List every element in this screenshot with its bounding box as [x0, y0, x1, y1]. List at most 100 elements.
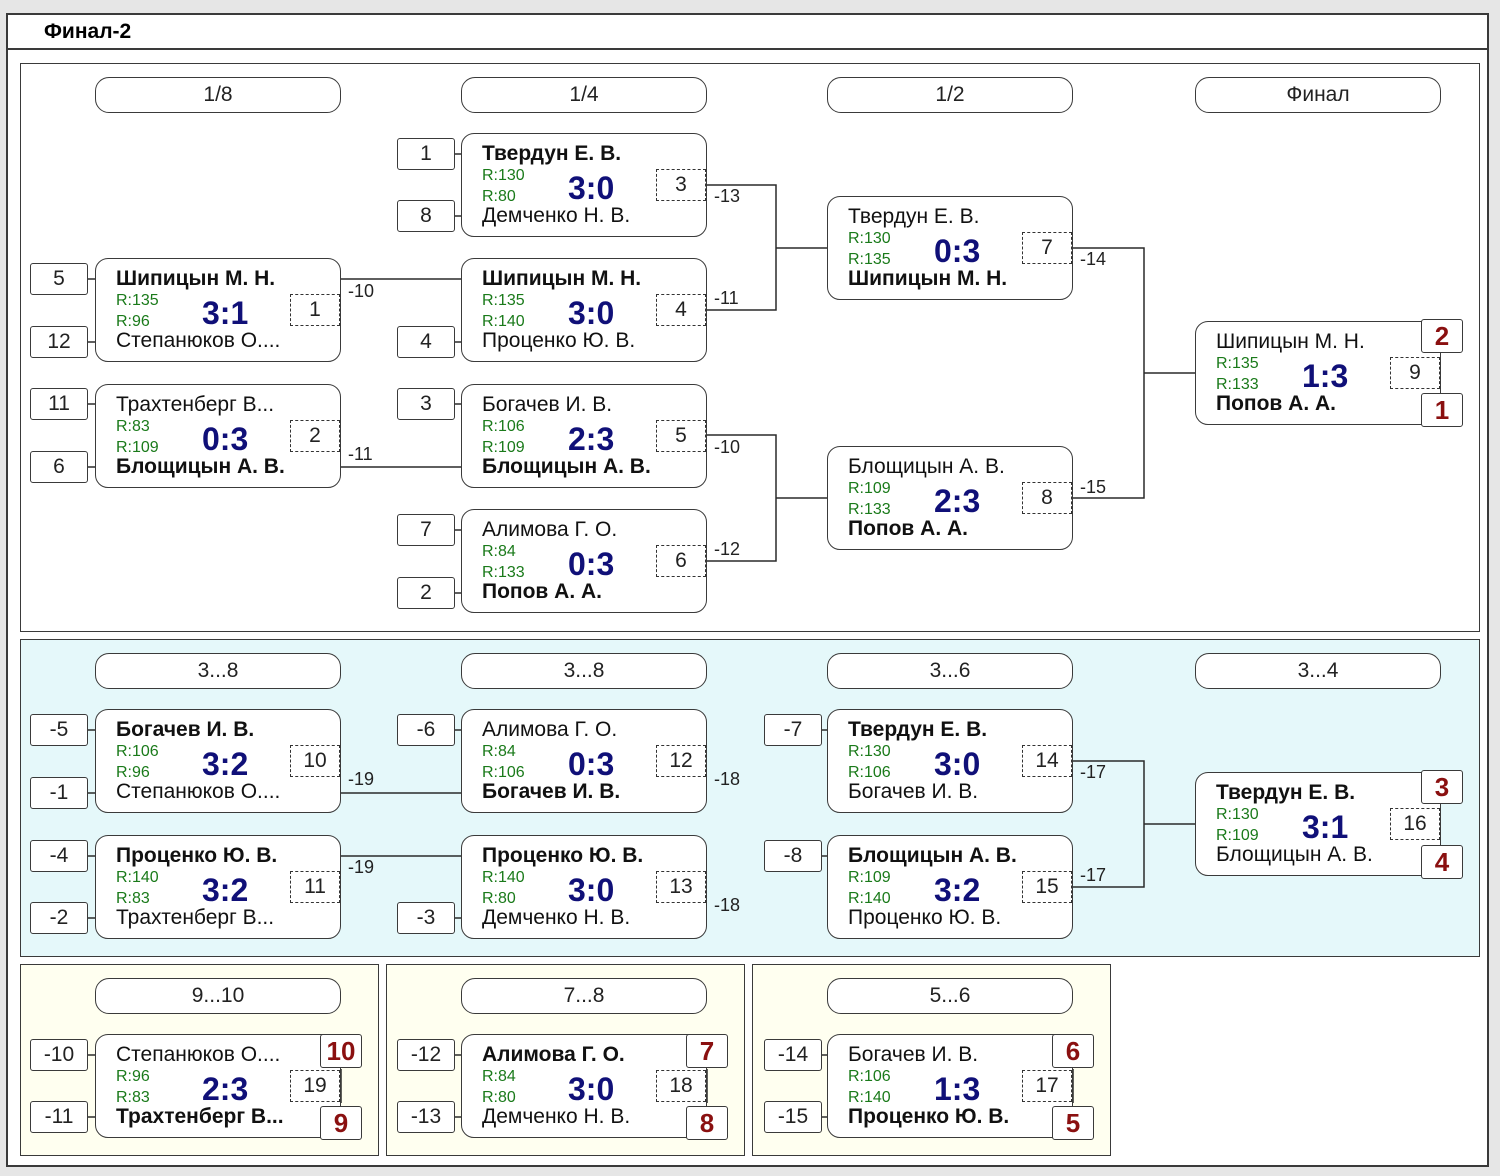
place-badge: 7	[686, 1034, 728, 1068]
seed-box: 8	[397, 200, 455, 232]
player-bottom-name: Демченко Н. В.	[482, 906, 631, 929]
seed-box: -7	[764, 714, 822, 746]
match-score: 3:0	[568, 872, 615, 908]
place-badge: 5	[1052, 1106, 1094, 1140]
player-bottom-name: Богачев И. В.	[848, 780, 979, 803]
match-score: 3:0	[934, 746, 981, 782]
seed-box: -8	[764, 840, 822, 872]
player-top-name: Проценко Ю. В.	[116, 844, 278, 867]
match-number: 5	[656, 420, 706, 452]
rating-bottom: R:109	[116, 439, 159, 456]
match-number: 6	[656, 545, 706, 577]
round-label-1-4: 1/4	[461, 77, 707, 113]
player-top-name: Шипицын М. Н.	[116, 267, 276, 290]
match-score: 3:2	[202, 872, 249, 908]
player-bottom-name: Трахтенберг В...	[116, 1105, 284, 1128]
player-bottom-name: Попов А. А.	[848, 517, 969, 540]
match-score: 2:3	[202, 1071, 249, 1107]
player-top-name: Алимова Г. О.	[482, 718, 618, 741]
player-top-name: Алимова Г. О.	[482, 518, 618, 541]
match-score: 3:0	[568, 170, 615, 206]
place-badge: 2	[1421, 319, 1463, 353]
loser-label: -18	[714, 769, 741, 789]
player-bottom-name: Степанюков О....	[116, 329, 281, 352]
seed-box: -12	[397, 1039, 455, 1071]
seed-box: -11	[30, 1101, 88, 1133]
place-badge: 1	[1421, 393, 1463, 427]
rating-bottom: R:83	[116, 1089, 150, 1106]
seed-box: 12	[30, 326, 88, 358]
round-label-5-6: 5...6	[827, 978, 1073, 1014]
match-score: 3:0	[568, 295, 615, 331]
rating-bottom: R:140	[482, 313, 525, 330]
rating-top: R:106	[848, 1068, 891, 1085]
loser-label: -19	[348, 769, 375, 789]
round-label-3-8-a: 3...8	[95, 653, 341, 689]
player-top-name: Степанюков О....	[116, 1043, 281, 1066]
match-score: 3:1	[202, 295, 249, 331]
player-bottom-name: Попов А. А.	[482, 580, 603, 603]
player-top-name: Шипицын М. Н.	[1216, 330, 1365, 353]
match-number: 16	[1390, 808, 1440, 840]
match-number: 18	[656, 1070, 706, 1102]
player-top-name: Проценко Ю. В.	[482, 844, 644, 867]
player-bottom-name: Блощицын А. В.	[1216, 843, 1373, 866]
rating-bottom: R:109	[1216, 827, 1259, 844]
player-top-name: Блощицын А. В.	[848, 844, 1017, 867]
place-badge: 6	[1052, 1034, 1094, 1068]
match-score: 2:3	[568, 421, 615, 457]
player-top-name: Богачев И. В.	[482, 393, 613, 416]
rating-top: R:83	[116, 418, 150, 435]
match-number: 12	[656, 745, 706, 777]
loser-label: -14	[1080, 249, 1107, 269]
rating-top: R:84	[482, 743, 516, 760]
player-bottom-name: Блощицын А. В.	[482, 455, 651, 478]
rating-bottom: R:106	[848, 764, 891, 781]
match-number: 2	[290, 420, 340, 452]
rating-top: R:130	[848, 230, 891, 247]
seed-box: -10	[30, 1039, 88, 1071]
rating-bottom: R:83	[116, 890, 150, 907]
place-badge: 10	[320, 1034, 362, 1068]
seed-box: 2	[397, 577, 455, 609]
match-score: 0:3	[568, 746, 615, 782]
match-number: 14	[1022, 745, 1072, 777]
round-label-3-4: 3...4	[1195, 653, 1441, 689]
rating-top: R:130	[1216, 806, 1259, 823]
seed-box: -15	[764, 1101, 822, 1133]
rating-bottom: R:133	[848, 501, 891, 518]
loser-label: -10	[714, 437, 741, 457]
match-number: 19	[290, 1070, 340, 1102]
match-number: 1	[290, 294, 340, 326]
match-number: 8	[1022, 482, 1072, 514]
rating-top: R:135	[482, 292, 525, 309]
match-score: 3:2	[934, 872, 981, 908]
rating-top: R:84	[482, 1068, 516, 1085]
match-number: 11	[290, 871, 340, 903]
seed-box: 11	[30, 388, 88, 420]
rating-bottom: R:106	[482, 764, 525, 781]
rating-top: R:135	[116, 292, 159, 309]
match-score: 0:3	[568, 546, 615, 582]
seed-box: -4	[30, 840, 88, 872]
match-score: 3:0	[568, 1071, 615, 1107]
